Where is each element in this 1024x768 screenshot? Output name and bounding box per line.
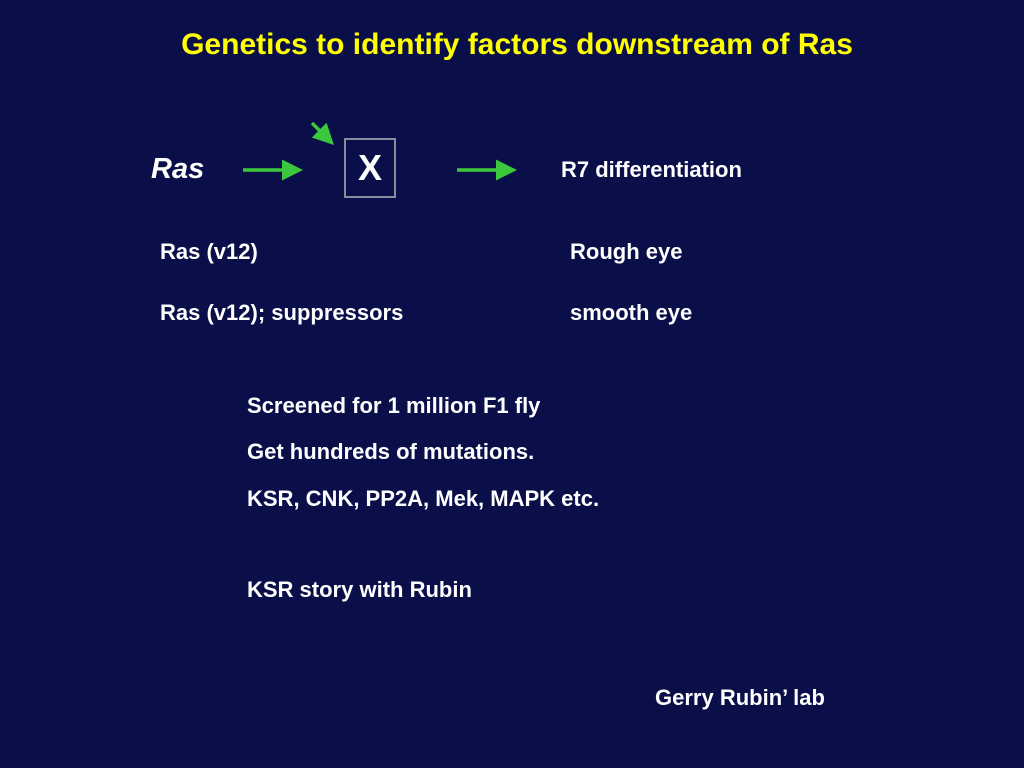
genotype-ras-v12-suppressors: Ras (v12); suppressors — [160, 300, 404, 325]
phenotype-rough-eye: Rough eye — [570, 239, 683, 264]
note-mutations: Get hundreds of mutations. — [247, 439, 535, 464]
unknown-factor-box: X — [344, 138, 396, 198]
note-screen: Screened for 1 million F1 fly — [247, 393, 541, 418]
genotype-ras-v12: Ras (v12) — [160, 239, 258, 264]
r7-differentiation-label: R7 differentiation — [561, 157, 742, 182]
note-genes: KSR, CNK, PP2A, Mek, MAPK etc. — [247, 486, 600, 511]
slide-title: Genetics to identify factors downstream … — [181, 28, 853, 61]
note-ksr-story: KSR story with Rubin — [247, 577, 472, 602]
input-to-x-arrow — [310, 121, 334, 145]
phenotype-smooth-eye: smooth eye — [570, 300, 693, 325]
ras-label: Ras — [151, 153, 205, 185]
lab-credit: Gerry Rubin’ lab — [655, 685, 825, 710]
